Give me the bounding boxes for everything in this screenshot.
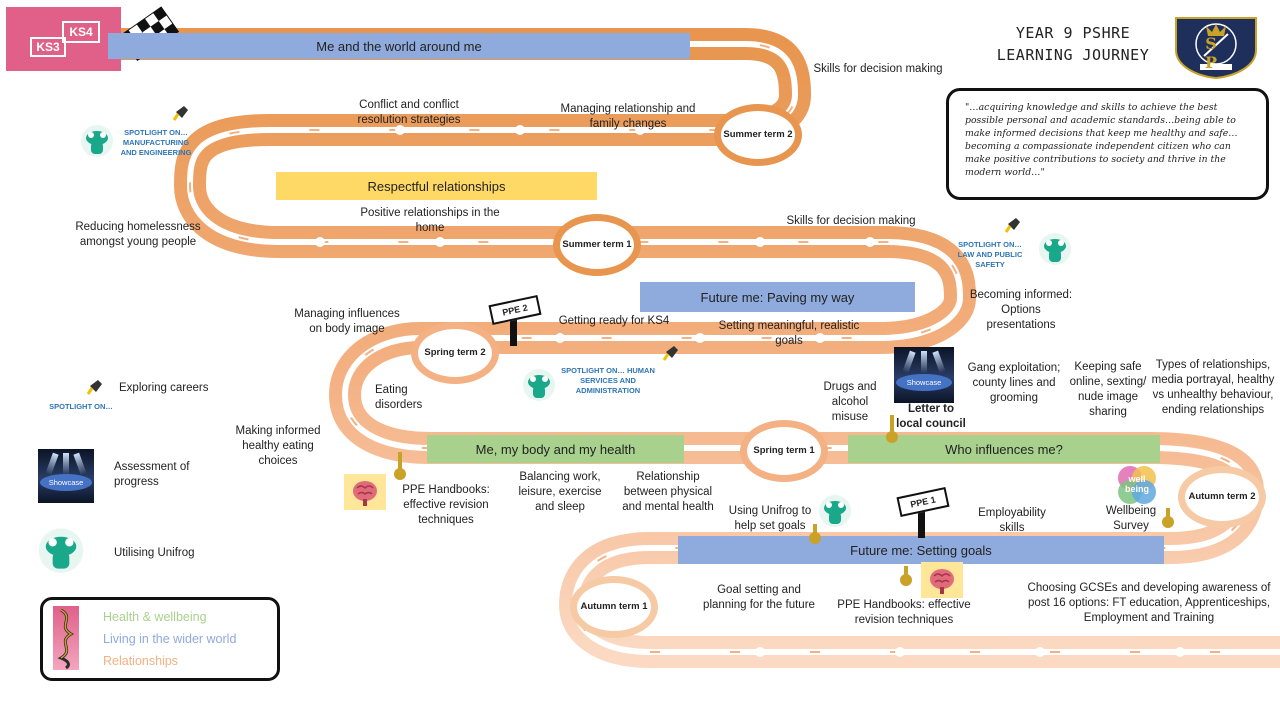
map-pin [1162, 508, 1174, 528]
crest-letters: S P [1204, 34, 1228, 72]
unifrog-icon [522, 368, 556, 404]
legend-relationships: Relationships [103, 654, 179, 668]
ks3-label: KS3 [30, 37, 66, 57]
topic-positive-home: Positive relationships in the home [360, 207, 500, 234]
unifrog-icon [80, 124, 114, 160]
topic-drugs-alcohol: Drugs and alcohol misuse [823, 381, 877, 423]
node-autumn-term-1: Autumn term 1 [570, 576, 658, 638]
spotlight-lamp-icon [86, 378, 104, 396]
node-spring-term-1: Spring term 1 [740, 420, 828, 482]
spotlight-lamp-icon [662, 344, 680, 362]
showcase-icon: Showcase [894, 347, 954, 403]
title-line-2: LEARNING JOURNEY [996, 46, 1150, 64]
key-assessment: Assessment of progress [114, 461, 190, 488]
showcase-icon: Showcase [38, 449, 94, 503]
topic-employability: Employability skills [978, 507, 1046, 534]
ppe-2-sign: PPE 2 [488, 295, 542, 350]
legend-ribbon-icon [53, 606, 79, 670]
map-pin [900, 566, 912, 586]
unifrog-icon [818, 494, 852, 530]
topic-meaningful-goals: Setting meaningful, realistic goals [718, 320, 860, 347]
topic-online-safety: Keeping safe online, sexting/ nude image… [1069, 361, 1147, 418]
unifrog-icon [36, 527, 86, 577]
title-line-1: YEAR 9 PSHRE [1015, 24, 1131, 42]
topic-ppe-handbooks-1: PPE Handbooks: effective revision techni… [402, 484, 490, 526]
vision-quote: "…acquiring knowledge and skills to achi… [946, 88, 1269, 200]
topic-homelessness: Reducing homelessness amongst young peop… [75, 221, 201, 248]
map-pin [809, 524, 821, 544]
node-summer-term-1: Summer term 1 [553, 214, 641, 276]
key-exploring-careers: Exploring careers [119, 382, 209, 394]
topic-types-relationships: Types of relationships, media portrayal,… [1151, 359, 1275, 416]
spotlight-lamp-icon [1004, 216, 1022, 234]
bar-future-me-paving: Future me: Paving my way [640, 282, 915, 312]
ks4-label: KS4 [62, 21, 100, 43]
topic-balancing: Balancing work, leisure, exercise and sl… [518, 471, 602, 513]
topic-letter-council: Letter to local council [896, 403, 966, 430]
topic-healthy-eating: Making informed healthy eating choices [235, 425, 321, 467]
legend: Health & wellbeing Living in the wider w… [40, 597, 280, 681]
bar-who-influences-me: Who influences me? [848, 435, 1160, 463]
spotlight-human-services: SPOTLIGHT ON… HUMAN SERVICES AND ADMINIS… [561, 366, 655, 395]
spotlight-law: SPOTLIGHT ON… LAW AND PUBLIC SAFETY [957, 240, 1023, 269]
brain-icon [921, 562, 963, 598]
map-pin [886, 415, 898, 443]
legend-health: Health & wellbeing [103, 610, 207, 624]
topic-gang-exploitation: Gang exploitation; county lines and groo… [967, 362, 1061, 404]
ppe-1-sign: PPE 1 [896, 487, 950, 542]
topic-ready-ks4: Getting ready for KS4 [558, 315, 670, 327]
node-autumn-term-2: Autumn term 2 [1178, 466, 1266, 528]
spotlight-manufacturing: SPOTLIGHT ON… MANUFACTURING AND ENGINEER… [120, 128, 192, 157]
bar-me-and-the-world: Me and the world around me [108, 33, 690, 59]
wellbeing-logo: well being [1114, 462, 1160, 508]
legend-wider-world: Living in the wider world [103, 632, 237, 646]
topic-body-image: Managing influences on body image [294, 308, 400, 335]
bar-respectful-relationships: Respectful relationships [276, 172, 597, 200]
key-utilising-unifrog: Utilising Unifrog [114, 547, 195, 559]
wellbeing-logo-text: well being [1125, 474, 1149, 494]
topic-unifrog-goals: Using Unifrog to help set goals [728, 505, 812, 532]
topic-goal-setting: Goal setting and planning for the future [703, 584, 815, 611]
showcase-label: Showcase [40, 474, 92, 491]
topic-physical-mental: Relationship between physical and mental… [622, 471, 714, 513]
topic-skills-decision-top: Skills for decision making [813, 63, 943, 75]
topic-conflict: Conflict and conflict resolution strateg… [357, 99, 461, 126]
brain-icon [344, 474, 386, 510]
topic-family-changes: Managing relationship and family changes [560, 103, 696, 130]
node-summer-term-2: Summer term 2 [714, 104, 802, 166]
bar-future-me-goals: Future me: Setting goals [678, 536, 1164, 564]
bar-me-my-body: Me, my body and my health [427, 435, 684, 463]
node-spring-term-2: Spring term 2 [411, 322, 499, 384]
topic-ppe-handbooks-2: PPE Handbooks: effective revision techni… [837, 599, 971, 626]
spotlight-generic: SPOTLIGHT ON… [49, 402, 113, 411]
topic-wellbeing-survey: Wellbeing Survey [1105, 505, 1157, 532]
topic-options: Becoming informed: Options presentations [969, 289, 1073, 331]
topic-skills-decision-mid: Skills for decision making [786, 215, 916, 227]
unifrog-icon [1038, 232, 1072, 268]
topic-eating-disorders: Eating disorders [375, 384, 423, 411]
school-crest-icon: S P [1172, 14, 1260, 80]
spotlight-lamp-icon [172, 104, 190, 122]
map-pin [394, 452, 406, 480]
ks-badge: KS3 KS4 [6, 7, 121, 71]
topic-gcses: Choosing GCSEs and developing awareness … [1027, 582, 1271, 624]
page-title: YEAR 9 PSHRE LEARNING JOURNEY [978, 22, 1168, 66]
showcase-label: Showcase [896, 374, 952, 391]
